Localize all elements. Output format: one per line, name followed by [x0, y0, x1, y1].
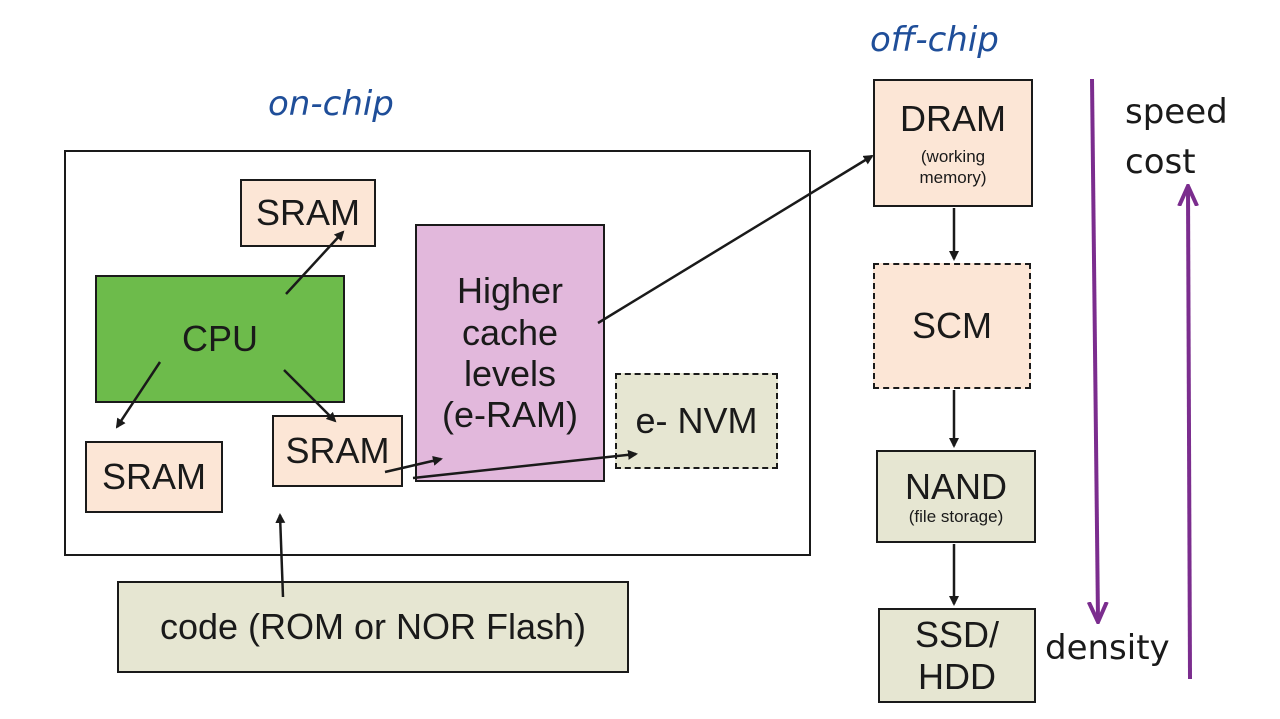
nand-box: NAND (file storage) [876, 450, 1036, 543]
arrow-cpu-to-sram-left [115, 361, 162, 429]
nand-sub: (file storage) [908, 507, 1004, 526]
arrow-code-to-chip [275, 513, 286, 598]
scm-box: SCM [873, 263, 1031, 389]
off-chip-label: off-chip [870, 20, 999, 60]
nand-title: NAND [904, 465, 1007, 507]
sram-mid-label: SRAM [285, 430, 390, 472]
cpu-label: CPU [181, 318, 258, 360]
cost-label: cost [1125, 142, 1196, 182]
arrow-cache-to-dram [597, 154, 874, 325]
speed-label: speed [1125, 92, 1228, 132]
scm-label: SCM [912, 305, 992, 347]
arrow-cpu-to-sram-top [285, 230, 345, 295]
sram-left-box: SRAM [85, 441, 223, 513]
on-chip-label: on-chip [268, 84, 394, 124]
envm-label: e- NVM [635, 400, 758, 442]
higher-cache-box: Higher cache levels (e-RAM) [415, 224, 605, 482]
ssd-hdd-box: SSD/ HDD [878, 608, 1036, 703]
arrow-cpu-to-sram-mid [283, 369, 337, 423]
dram-sub-2: memory) [919, 167, 987, 187]
purple-arrow-down [1092, 78, 1098, 620]
higher-cache-line-3: levels [463, 353, 557, 394]
sram-mid-box: SRAM [272, 415, 403, 487]
sram-top-box: SRAM [240, 179, 376, 247]
higher-cache-line-4: (e-RAM) [442, 394, 578, 436]
sram-top-label: SRAM [255, 192, 360, 234]
dram-box: DRAM (working memory) [873, 79, 1033, 207]
density-label: density [1045, 628, 1170, 668]
hdd-line: HDD [918, 655, 996, 697]
on-chip-container [64, 150, 811, 556]
sram-left-label: SRAM [101, 456, 206, 498]
dram-title: DRAM [900, 97, 1006, 139]
arrow-sram-to-cache [384, 455, 443, 474]
envm-box: e- NVM [615, 373, 778, 469]
higher-cache-line-2: cache [461, 311, 559, 353]
code-label: code (ROM or NOR Flash) [159, 606, 587, 648]
dram-sub-1: (working [920, 147, 986, 167]
higher-cache-line-1: Higher [456, 270, 564, 312]
ssd-line: SSD/ [914, 614, 1000, 656]
code-box: code (ROM or NOR Flash) [117, 581, 629, 673]
purple-arrow-up [1188, 188, 1190, 680]
cpu-box: CPU [95, 275, 345, 403]
arrow-sram-to-envm [412, 449, 638, 480]
